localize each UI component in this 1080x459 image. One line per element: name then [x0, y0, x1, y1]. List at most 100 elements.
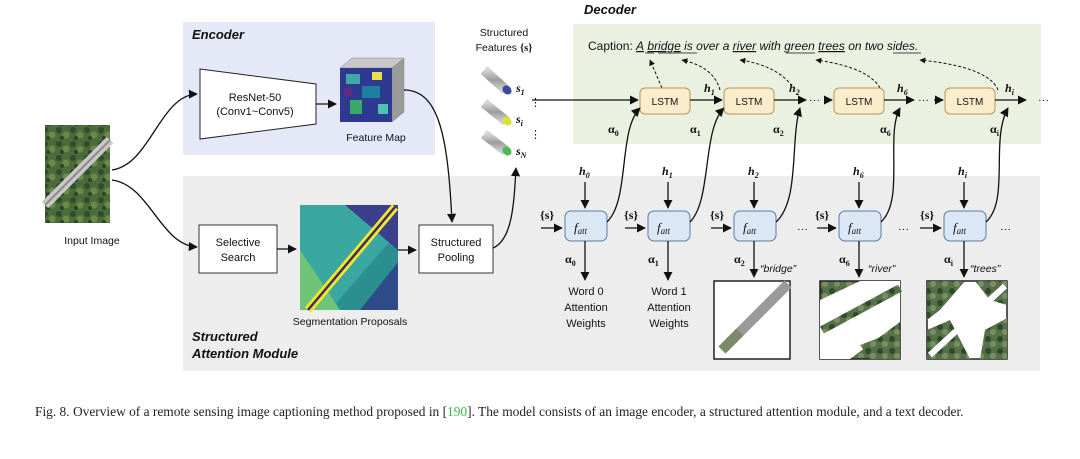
fatt-down-arrows — [580, 241, 969, 281]
h-output-label-1: h1 — [704, 81, 715, 97]
fatt-ellipsis-1: ··· — [797, 224, 808, 236]
resnet-label-line2: (Conv1~Conv5) — [216, 106, 293, 118]
fatt-ellipsis-3: ··· — [1000, 224, 1011, 236]
alpha-lstm-label-i: αi — [990, 122, 1000, 138]
segmentation-proposals-image — [300, 204, 399, 313]
h-input-label-0: h0 — [579, 164, 590, 180]
structured-pooling-box — [418, 224, 494, 274]
h-input-label-1: h1 — [662, 164, 673, 180]
s-set-label-6: {s} — [815, 208, 829, 222]
h-output-label-2: h2 — [789, 81, 800, 97]
alpha-attn-label-6: α6 — [839, 252, 850, 268]
caption-word-a: A — [635, 39, 644, 53]
fatt-ellipsis-2: ··· — [898, 224, 909, 236]
fatt-block-0 — [564, 210, 608, 242]
lstm-block-3 — [833, 87, 885, 115]
attention-title-line1: Structured — [192, 329, 259, 344]
alpha-attn-label-2: α2 — [734, 252, 745, 268]
word0-attention-line1: Word 0 — [568, 286, 603, 298]
decoder-panel — [573, 24, 1041, 144]
decoder-title: Decoder — [584, 2, 637, 17]
arrow-input-to-encoder — [111, 89, 198, 171]
fatt-label-0: fatt — [574, 220, 588, 236]
quoted-word-trees: “trees” — [970, 263, 1001, 275]
h-output-label-i: hi — [1005, 81, 1015, 97]
feature-map-label: Feature Map — [346, 132, 406, 144]
word0-attention-line3: Weights — [566, 318, 606, 330]
word1-attention-line1: Word 1 — [651, 286, 686, 298]
quoted-word-bridge: “bridge” — [760, 263, 797, 275]
alpha-attn-label-0: α0 — [565, 252, 576, 268]
structured-features-label-line2: Features {s} — [476, 42, 533, 54]
fatt-label-1: fatt — [657, 220, 671, 236]
h-to-fatt-arrows — [580, 182, 969, 209]
fatt-block-i — [943, 210, 987, 242]
feature-label-sN: sN — [515, 144, 528, 160]
caption-word-trees: trees — [818, 39, 845, 53]
input-image-label: Input Image — [64, 235, 120, 247]
selective-search-box — [198, 224, 278, 274]
fatt-block-6 — [838, 210, 882, 242]
attention-title-line2: Attention Module — [191, 346, 298, 361]
word0-attention-line2: Attention — [564, 302, 607, 314]
structured-pooling-label-line2: Pooling — [438, 252, 475, 264]
resnet-label-line1: ResNet-50 — [229, 92, 282, 104]
lstm-ellipsis-1: ··· — [809, 95, 820, 107]
alpha-lstm-label-1: α1 — [690, 122, 701, 138]
arrow-featuremap-to-pooling — [403, 89, 457, 223]
input-image — [41, 125, 114, 223]
resnet-block — [199, 68, 317, 140]
feature-vdots-2: ⋮ — [530, 129, 541, 141]
feature-label-si: si — [515, 112, 524, 128]
structured-pooling-label-line1: Structured — [431, 237, 482, 249]
decoder-caption: Caption: A bridge is over a river with g… — [588, 39, 918, 53]
figure-caption-ref[interactable]: 190 — [447, 404, 468, 419]
h-input-label-6: h6 — [853, 164, 864, 180]
s-set-label-i: {s} — [920, 208, 934, 222]
caption-word-river: river — [733, 39, 757, 53]
lstm-row: LSTM LSTM LSTM LSTM — [639, 87, 996, 115]
lstm-label-3: LSTM — [846, 97, 873, 108]
structured-features-symbol: {s} — [520, 43, 532, 54]
word1-attention-line3: Weights — [649, 318, 689, 330]
lstm-label-4: LSTM — [957, 97, 984, 108]
arrow-pooling-to-features — [492, 167, 521, 249]
fatt-block-1 — [647, 210, 691, 242]
s-set-label-0: {s} — [540, 208, 554, 222]
segmentation-proposals-label: Segmentation Proposals — [293, 316, 407, 328]
feature-vector-sN — [480, 130, 512, 156]
lstm-ellipsis-2: ··· — [918, 95, 929, 107]
h-input-label-i: hi — [958, 164, 968, 180]
selective-search-label-line1: Selective — [216, 237, 261, 249]
fatt-row: fatt fatt fatt fatt fatt — [564, 210, 987, 242]
encoder-title: Encoder — [192, 27, 245, 42]
attention-map-river — [819, 280, 902, 360]
lstm-label-1: LSTM — [652, 97, 679, 108]
alpha-lstm-label-0: α0 — [608, 122, 619, 138]
h-input-label-2: h2 — [748, 164, 759, 180]
feature-label-s1: s1 — [515, 81, 525, 97]
lstm-block-1 — [639, 87, 691, 115]
fatt-to-lstm-arrows — [606, 107, 1009, 223]
feature-vector-si — [480, 99, 512, 126]
attention-map-bridge — [713, 280, 792, 360]
lstm-ellipsis-3: ··· — [1038, 95, 1049, 107]
caption-word-bridge: bridge — [647, 39, 681, 53]
alpha-lstm-label-6: α6 — [880, 122, 891, 138]
fatt-label-i: fatt — [953, 220, 967, 236]
quoted-word-river: “river” — [868, 263, 896, 275]
lstm-block-2 — [723, 87, 775, 115]
structured-features-label-line1: Structured — [480, 27, 529, 39]
feature-map-cube — [339, 57, 405, 123]
dashed-output-arrows — [649, 57, 999, 91]
alpha-attn-label-i: αi — [944, 252, 954, 268]
fatt-block-2 — [733, 210, 777, 242]
figure-caption: Fig. 8. Overview of a remote sensing ima… — [35, 404, 964, 419]
lstm-block-4 — [944, 87, 996, 115]
s-set-label-2: {s} — [710, 208, 724, 222]
h-output-label-6: h6 — [897, 81, 908, 97]
feature-vdots-1: ⋮ — [530, 97, 541, 109]
feature-vector-s1 — [480, 66, 512, 95]
fatt-label-6: fatt — [848, 220, 862, 236]
